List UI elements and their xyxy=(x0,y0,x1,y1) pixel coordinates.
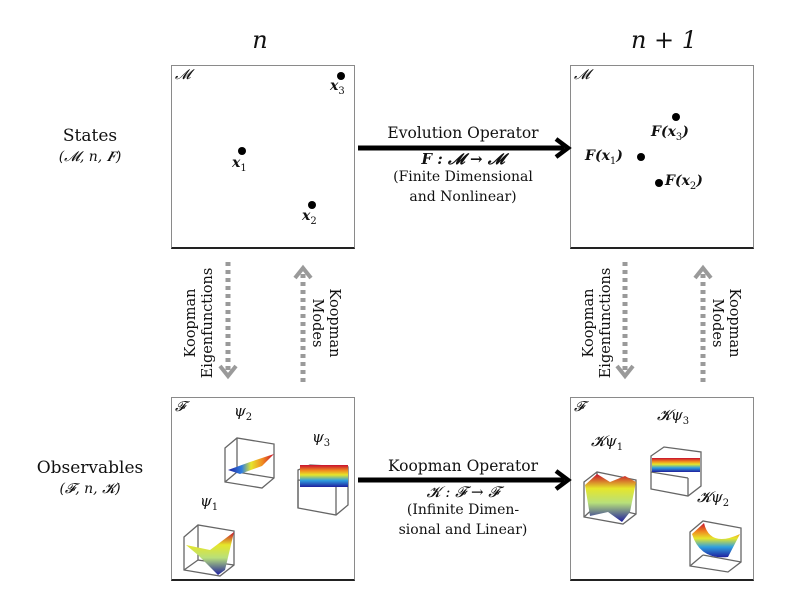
observable-space-panel-n: 𝓕 ψ2 ψ3 ψ1 xyxy=(171,397,355,581)
evolution-arrow-head xyxy=(554,137,572,159)
eigenfunctions-label-right: Koopman Eigenfunctions xyxy=(581,267,614,379)
evolution-operator-title: Evolution Operator xyxy=(387,124,539,142)
states-label: States xyxy=(62,126,118,146)
row-label-observables: Observables (𝓕, n, 𝓚) xyxy=(15,458,165,500)
state-point-x1 xyxy=(238,147,246,155)
state-point-F-x1 xyxy=(637,153,645,161)
observables-label: Observables xyxy=(36,458,144,478)
state-label-x3: x3 xyxy=(330,78,345,97)
koopman-operator-title: Koopman Operator xyxy=(387,457,539,475)
koopman-operator-note-1: (Infinite Dimen- xyxy=(406,502,520,518)
observable-label-Kpsi2: 𝓚ψ2 xyxy=(697,488,730,509)
koopman-operator-note-2: sional and Linear) xyxy=(398,522,528,538)
state-point-x3 xyxy=(337,72,345,80)
eigenfunctions-arrow-right xyxy=(615,262,635,380)
modes-label-right: Koopman Modes xyxy=(709,288,742,358)
function-space-label: 𝓕 xyxy=(574,399,585,415)
state-space-panel-n: 𝓜 x1 x2 x3 xyxy=(171,65,355,249)
observables-tuple: (𝓕, n, 𝓚) xyxy=(59,481,121,497)
modes-arrow-right xyxy=(693,264,713,382)
evolution-operator-note-2: and Nonlinear) xyxy=(409,189,517,205)
row-label-states: States (𝓜, n, 𝑭) xyxy=(15,126,165,168)
evolution-arrow xyxy=(358,137,572,159)
state-label-F-x3: F(x3) xyxy=(651,124,689,143)
eigenfunctions-arrow-left xyxy=(218,262,238,380)
observable-label-psi1: ψ1 xyxy=(200,492,219,513)
koopman-operator-caption: Koopman Operator 𝓚 : 𝓕 → 𝓕 (Infinite Dim… xyxy=(358,456,568,540)
modes-arrow-left xyxy=(293,264,313,382)
states-tuple: (𝓜, n, 𝑭) xyxy=(58,149,122,165)
manifold-label: 𝓜 xyxy=(175,67,191,83)
state-label-F-x2: F(x2) xyxy=(665,173,703,192)
observable-space-panel-n-plus-1: 𝓕 𝓚ψ3 𝓚ψ1 𝓚ψ2 xyxy=(570,397,754,581)
observable-label-psi3: ψ3 xyxy=(312,428,331,449)
state-point-F-x3 xyxy=(672,113,680,121)
function-space-label: 𝓕 xyxy=(175,399,186,415)
state-point-F-x2 xyxy=(655,179,663,187)
koopman-operator-signature: 𝓚 : 𝓕 → 𝓕 xyxy=(426,483,500,501)
state-space-panel-n-plus-1: 𝓜 F(x3) F(x1) F(x2) xyxy=(570,65,754,249)
column-header-n: n xyxy=(252,26,268,54)
state-label-x1: x1 xyxy=(232,155,247,174)
column-header-n-plus-1: n + 1 xyxy=(630,26,698,54)
state-point-x2 xyxy=(308,201,316,209)
evolution-operator-note-1: (Finite Dimensional xyxy=(393,169,533,185)
evolution-operator-signature: F : 𝓜 → 𝓜 xyxy=(421,150,505,168)
manifold-label: 𝓜 xyxy=(574,67,590,83)
observable-label-psi2: ψ2 xyxy=(234,402,253,423)
observable-label-Kpsi1: 𝓚ψ1 xyxy=(591,432,624,453)
koopman-arrow xyxy=(358,469,572,491)
eigenfunctions-label-left: Koopman Eigenfunctions xyxy=(183,267,216,379)
modes-label-left: Koopman Modes xyxy=(309,288,342,358)
state-label-x2: x2 xyxy=(302,208,317,227)
observable-label-Kpsi3: 𝓚ψ3 xyxy=(657,406,690,427)
evolution-operator-caption: Evolution Operator F : 𝓜 → 𝓜 (Finite Dim… xyxy=(358,123,568,207)
state-label-F-x1: F(x1) xyxy=(585,148,623,167)
koopman-arrow-head xyxy=(554,469,572,491)
